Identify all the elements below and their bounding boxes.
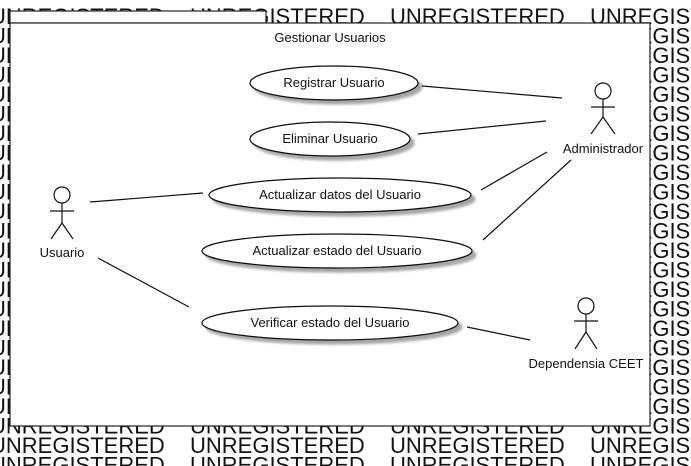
actor-label-dependensia: Dependensia CEET	[529, 356, 644, 371]
use-case-actualizar-estado[interactable]: Actualizar estado del Usuario	[201, 233, 473, 269]
assoc-dependencia-verificar-estado[interactable]	[466, 326, 531, 341]
actor-dependensia-ceet[interactable]	[574, 297, 598, 350]
watermark-text: UNREGISTERED	[590, 433, 691, 458]
use-case-verificar-estado[interactable]: Verificar estado del Usuario	[201, 305, 459, 341]
actor-usuario[interactable]	[50, 186, 74, 240]
use-case-ellipse	[208, 177, 472, 213]
assoc-admin-registrar[interactable]	[421, 85, 563, 99]
use-case-label: Eliminar Usuario	[282, 131, 377, 146]
use-case-label: Actualizar datos del Usuario	[259, 187, 421, 202]
use-case-actualizar-datos[interactable]: Actualizar datos del Usuario	[208, 177, 472, 213]
package-tab	[9, 10, 267, 24]
actor-head-icon	[53, 186, 71, 204]
use-case-label: Verificar estado del Usuario	[251, 315, 410, 330]
watermark-text: UNREGISTERED	[190, 453, 365, 466]
associations	[89, 85, 572, 341]
watermark-text: UNREGISTERED	[0, 453, 165, 466]
use-case-ellipse	[249, 65, 419, 101]
assoc-admin-eliminar[interactable]	[417, 120, 547, 135]
watermark-text: UNREGISTERED	[0, 433, 165, 458]
use-case-ellipse	[249, 121, 411, 157]
assoc-admin-actualizar-datos[interactable]	[480, 151, 548, 191]
actor-head-icon	[594, 82, 612, 100]
actor-label-administrador: Administrador	[563, 141, 644, 156]
package-title: Gestionar Usuarios	[274, 30, 386, 45]
use-case-eliminar-usuario[interactable]: Eliminar Usuario	[249, 121, 411, 157]
assoc-usuario-verificar-estado[interactable]	[97, 257, 190, 308]
watermark-text: UNREGISTERED	[190, 433, 365, 458]
watermark-text: UNREGISTERED	[390, 453, 565, 466]
actor-label-usuario: Usuario	[40, 245, 85, 260]
use-case-registrar-usuario[interactable]: Registrar Usuario	[249, 65, 419, 101]
use-case-ellipse	[201, 233, 473, 269]
use-case-ellipse	[201, 305, 459, 341]
actor-head-icon	[577, 297, 595, 315]
assoc-admin-actualizar-estado[interactable]	[482, 159, 572, 241]
watermark-text: UNREGISTERED	[390, 433, 565, 458]
watermark-text: UNREGISTERED	[590, 453, 691, 466]
assoc-usuario-actualizar-datos[interactable]	[89, 192, 204, 203]
use-case-label: Actualizar estado del Usuario	[252, 243, 421, 258]
use-case-label: Registrar Usuario	[283, 75, 384, 90]
actor-administrador[interactable]	[590, 82, 616, 135]
